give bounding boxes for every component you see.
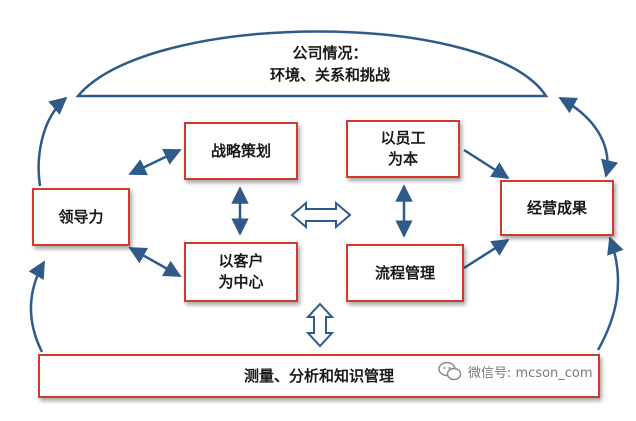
box-measurement-label: 测量、分析和知识管理 <box>243 366 394 385</box>
watermark: 微信号: mcson_com <box>438 360 593 382</box>
box-employee: 以员工 为本 <box>346 120 460 178</box>
box-employee-label: 以员工 为本 <box>380 129 426 168</box>
arrow-process-results <box>463 238 510 270</box>
arrow-context-to-results <box>558 96 619 178</box>
box-process-label: 流程管理 <box>374 263 435 282</box>
context-title: 公司情况： 环境、关系和挑战 <box>269 44 390 84</box>
box-leadership-label: 领导力 <box>58 207 104 226</box>
hollow-arrow-horizontal <box>290 200 352 230</box>
box-leadership: 领导力 <box>32 188 130 246</box>
box-results-label: 经营成果 <box>526 198 587 217</box>
arrow-leadership-strategy <box>128 148 182 176</box>
box-measurement: 测量、分析和知识管理 <box>38 354 600 398</box>
box-strategy: 战略策划 <box>184 122 298 180</box>
box-strategy-label: 战略策划 <box>210 141 271 160</box>
watermark-text: 微信号: mcson_com <box>468 365 593 381</box>
box-process: 流程管理 <box>346 244 464 302</box>
hollow-arrow-vertical <box>305 302 335 348</box>
arrow-measurement-to-leadership <box>28 260 46 353</box>
arrow-employee-results <box>463 148 510 180</box>
context-arch <box>75 30 549 98</box>
arrow-results-to-measurement <box>596 236 624 351</box>
arrow-context-to-leadership <box>37 96 68 187</box>
box-results: 经营成果 <box>500 180 614 236</box>
wechat-icon <box>438 360 462 382</box>
arrow-leadership-customer <box>128 246 182 278</box>
box-customer-label: 以客户 为中心 <box>218 252 264 291</box>
box-customer: 以客户 为中心 <box>184 242 298 302</box>
